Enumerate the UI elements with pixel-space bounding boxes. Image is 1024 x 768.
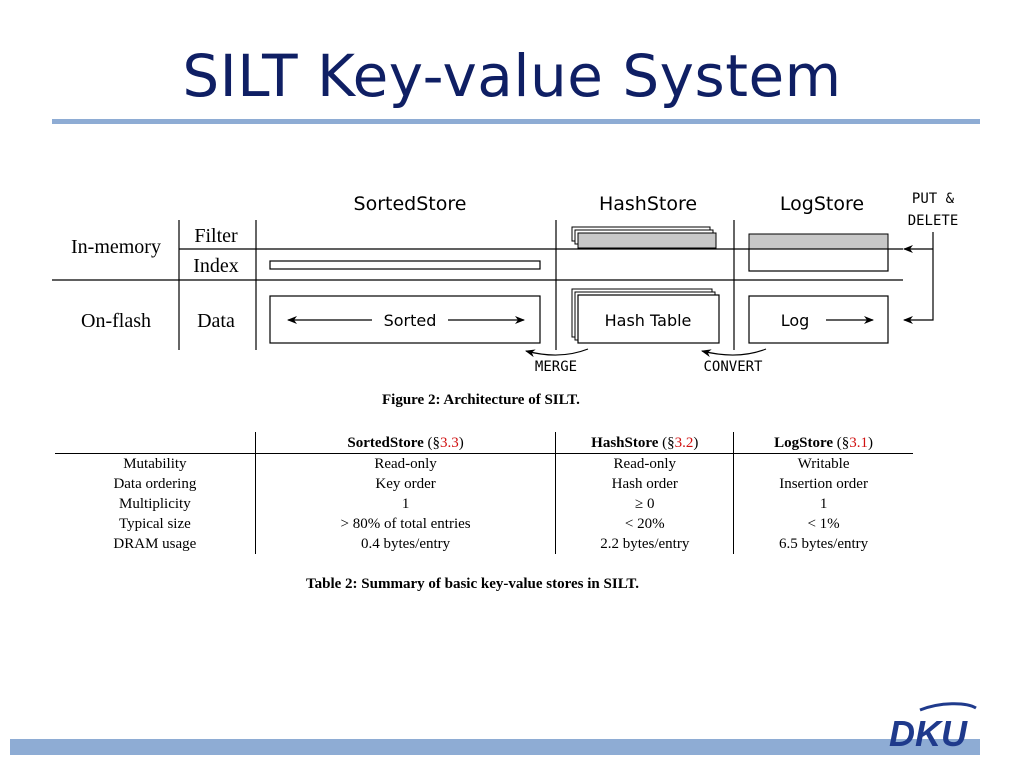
table-cell: < 20% — [555, 514, 734, 534]
title-underline — [52, 119, 980, 124]
put-delete-path — [903, 232, 934, 324]
header-sortedstore: SortedStore — [354, 193, 467, 215]
convert-label: CONVERT — [703, 359, 763, 375]
log-filter-box — [748, 233, 889, 250]
delete-label: DELETE — [908, 213, 959, 229]
sorted-index-box — [269, 260, 541, 270]
figure-caption: Figure 2: Architecture of SILT. — [382, 392, 580, 408]
table-cell: Insertion order — [733, 474, 913, 494]
row-label: Typical size — [118, 516, 191, 532]
slide-title: SILT Key-value System — [182, 42, 842, 110]
put-label: PUT & — [912, 191, 955, 207]
table-cell: Hash order — [555, 474, 734, 494]
table-header-row: SortedStore (§3.3) HashStore (§3.2) LogS… — [55, 432, 913, 454]
hash-filter-front — [577, 232, 717, 249]
header-logstore: LogStore — [780, 193, 864, 215]
row-label: DRAM usage — [113, 536, 197, 552]
sorted-label: Sorted — [384, 311, 437, 330]
table-cell: Writable — [733, 453, 913, 474]
table-cell: ≥ 0 — [555, 494, 734, 514]
row-label-filter: Filter — [194, 225, 238, 247]
hash-table-front — [577, 294, 720, 344]
table-cell: Read-only — [555, 453, 734, 474]
table-row: Mutability Read-only Read-only Writable — [55, 453, 913, 474]
row-label-index: Index — [193, 255, 239, 277]
row-label-on-flash: On-flash — [81, 310, 151, 332]
header-hashstore: HashStore — [599, 193, 697, 215]
table-header-logstore: LogStore (§3.1) — [733, 432, 913, 454]
table-cell: 1 — [254, 494, 556, 514]
table-cell: Read-only — [254, 453, 556, 474]
dku-logo: DKU — [889, 702, 977, 754]
table-cell: > 80% of total entries — [254, 514, 556, 534]
table-header-blank — [55, 432, 256, 454]
convert-arrow — [701, 348, 767, 358]
row-label: Multiplicity — [119, 496, 191, 512]
row-label-data: Data — [197, 310, 235, 332]
row-label-in-memory: In-memory — [71, 236, 161, 258]
row-label: Mutability — [123, 456, 187, 472]
architecture-diagram: SortedStore HashStore LogStore PUT & DEL… — [52, 191, 959, 375]
table-row: Typical size > 80% of total entries < 20… — [55, 514, 913, 534]
table-row: Data ordering Key order Hash order Inser… — [55, 474, 913, 494]
logo-text: DKU — [889, 713, 968, 754]
table-header-sortedstore: SortedStore (§3.3) — [254, 432, 556, 454]
merge-arrow — [525, 348, 589, 358]
table-cell: 6.5 bytes/entry — [733, 534, 913, 554]
table-cell: 1 — [733, 494, 913, 514]
table-header-hashstore: HashStore (§3.2) — [555, 432, 734, 454]
footer-bar — [10, 739, 980, 755]
merge-label: MERGE — [535, 359, 577, 375]
table-caption: Table 2: Summary of basic key-value stor… — [306, 576, 639, 592]
table-cell: 2.2 bytes/entry — [555, 534, 734, 554]
table-cell: Key order — [254, 474, 556, 494]
table-row: DRAM usage 0.4 bytes/entry 2.2 bytes/ent… — [55, 534, 913, 554]
hash-table-label: Hash Table — [605, 311, 692, 330]
log-index-box — [748, 248, 889, 272]
table-cell: 0.4 bytes/entry — [254, 534, 556, 554]
log-label: Log — [781, 311, 810, 330]
table-cell: < 1% — [733, 514, 913, 534]
row-label: Data ordering — [113, 476, 197, 492]
table-row: Multiplicity 1 ≥ 0 1 — [55, 494, 913, 514]
summary-table: SortedStore (§3.3) HashStore (§3.2) LogS… — [55, 432, 913, 554]
